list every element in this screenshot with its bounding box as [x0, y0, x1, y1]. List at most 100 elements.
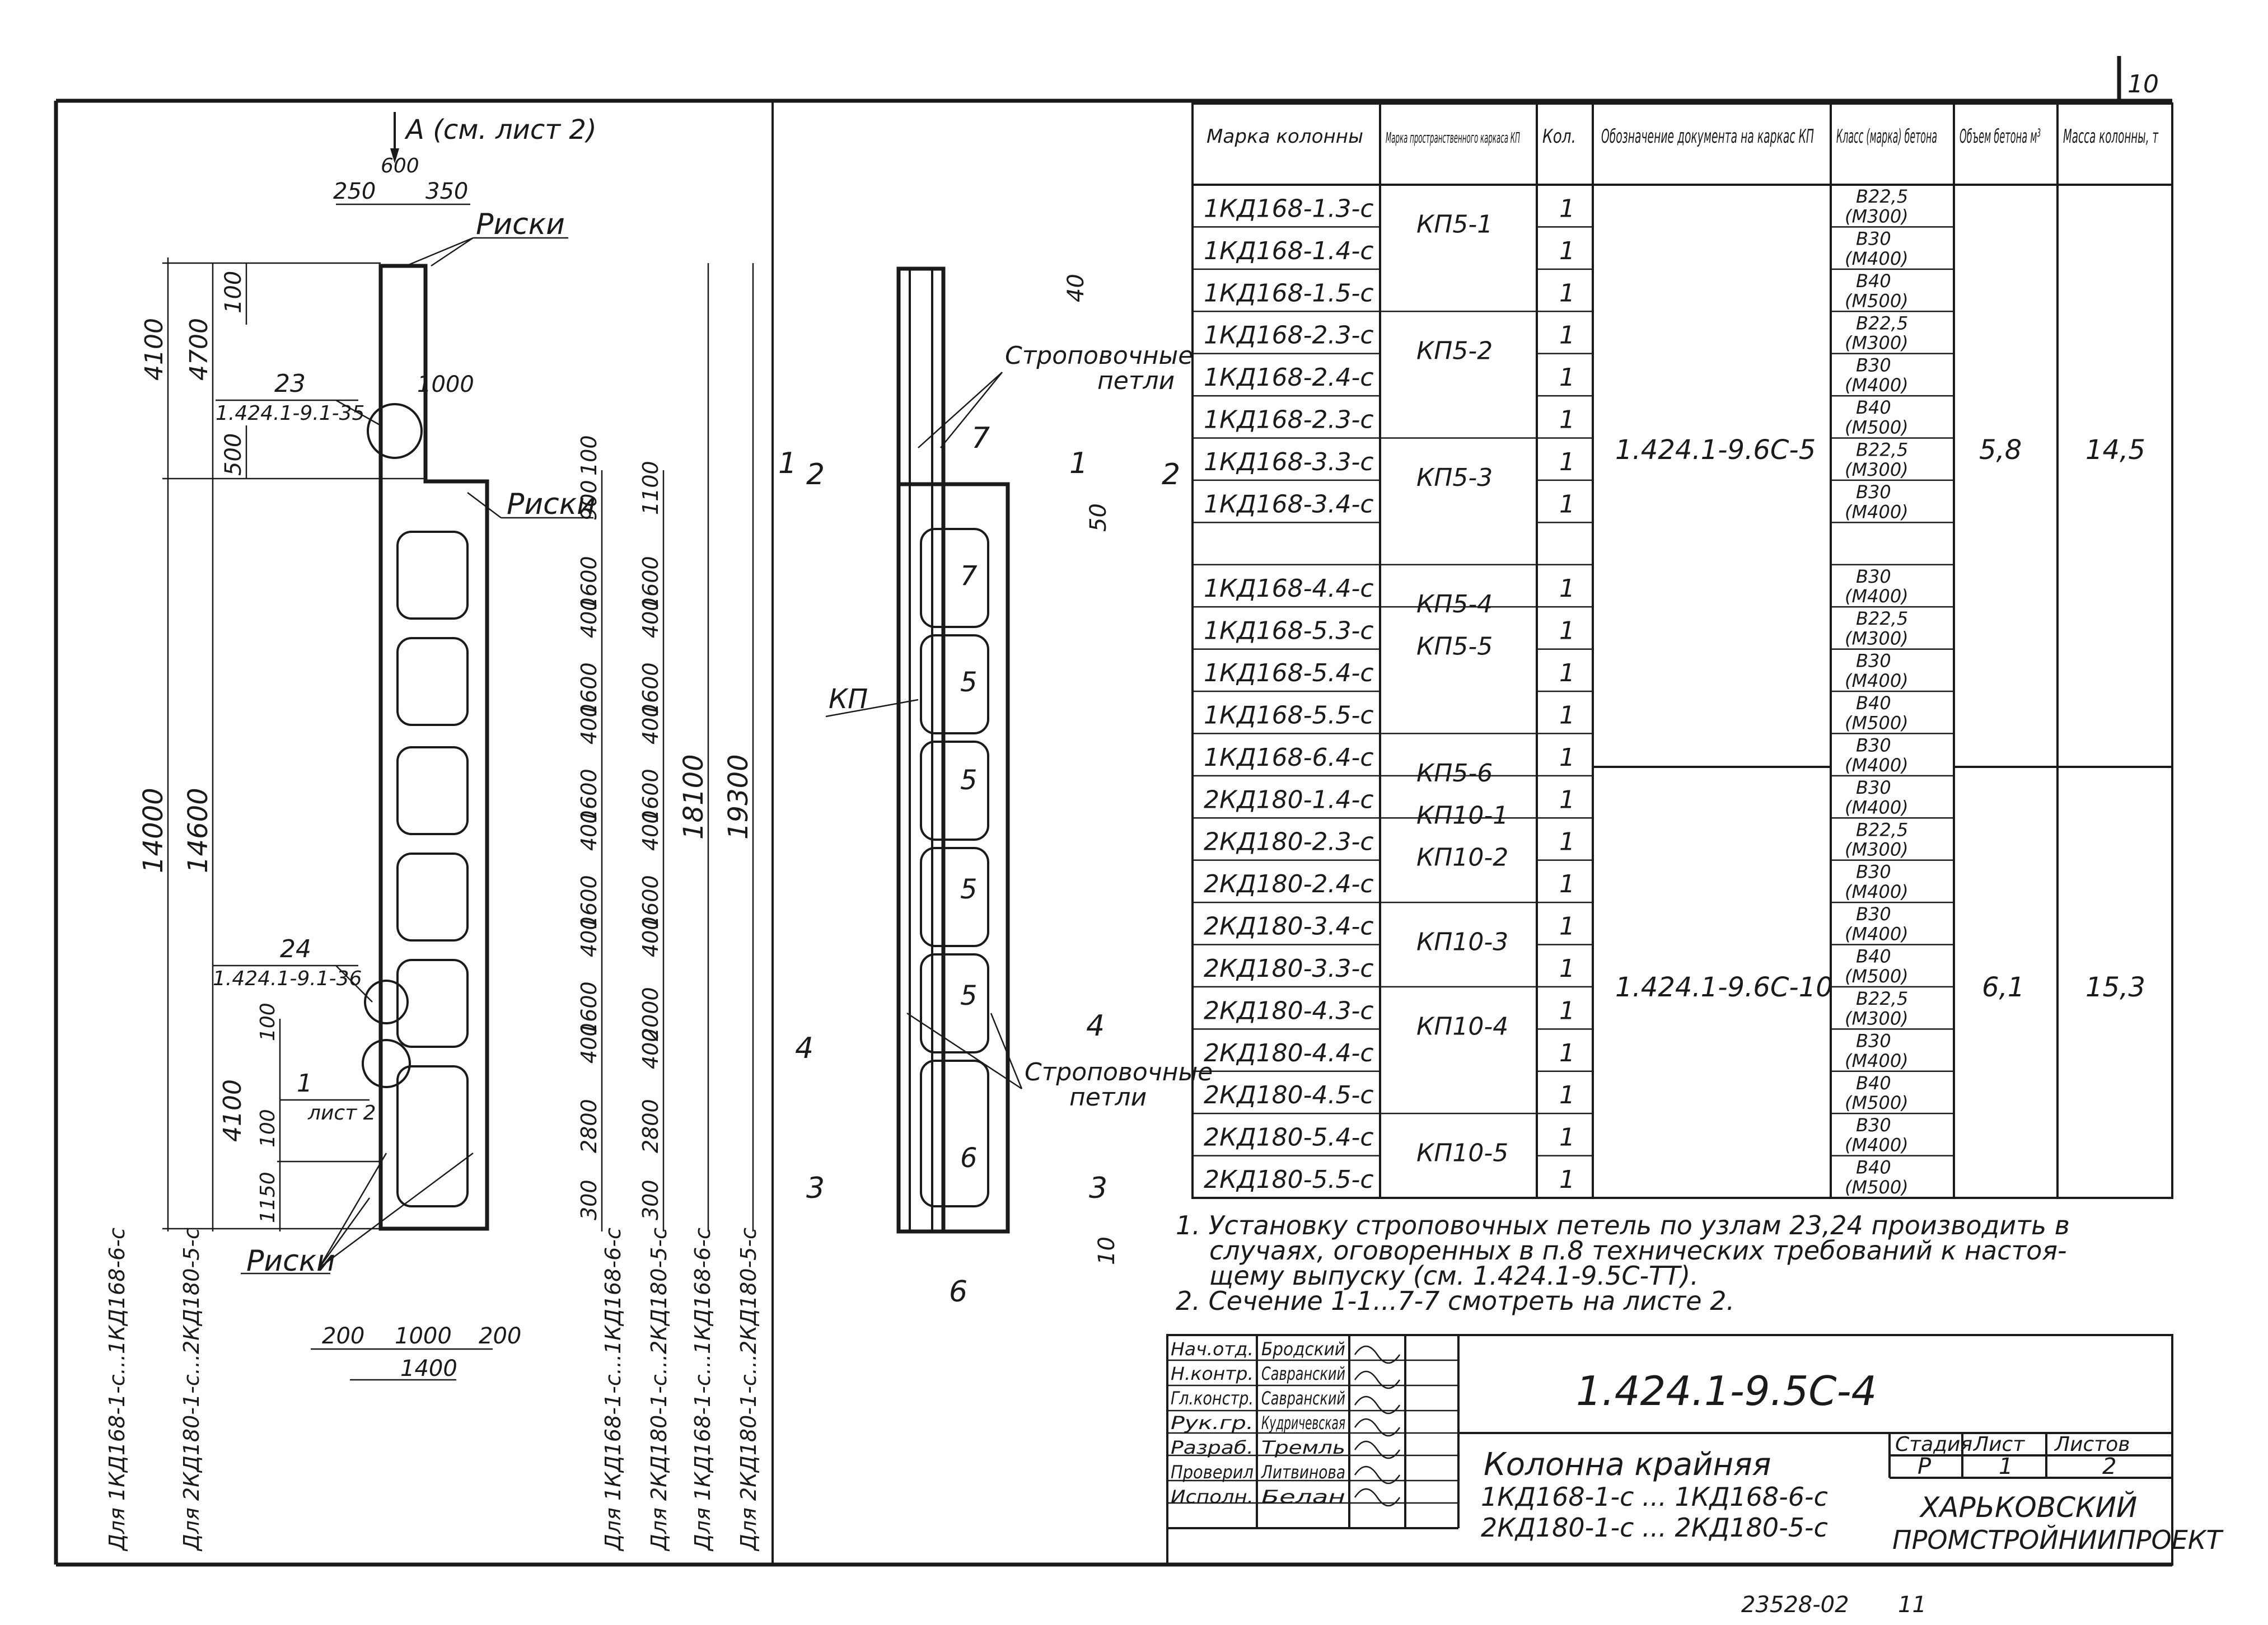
svg-text:1100: 1100	[638, 461, 663, 515]
svg-text:900: 900	[577, 480, 601, 521]
dim-18100: 18100	[678, 754, 709, 840]
sheet-number: 10	[2127, 70, 2159, 99]
svg-text:Для 1КД168-1-с...1КД168-6-с: Для 1КД168-1-с...1КД168-6-с	[105, 1228, 129, 1552]
dim-4100-bottom: 4100	[218, 1079, 247, 1142]
dim-200-right: 200	[479, 1323, 521, 1349]
quantity: 1	[1559, 1039, 1575, 1067]
quantity: 1	[1559, 1081, 1575, 1109]
svg-text:5: 5	[960, 980, 978, 1011]
notes: 1. Установку строповочных петель по узла…	[1176, 1210, 2070, 1316]
svg-text:5: 5	[960, 765, 978, 796]
kp-mark: КП5-6	[1416, 759, 1493, 788]
svg-text:400: 400	[577, 810, 601, 851]
concrete-class: В30	[1856, 1114, 1891, 1136]
sheets-header: Листов	[2054, 1433, 2130, 1456]
group2-doc: 1.424.1-9.6С-10	[1615, 972, 1833, 1003]
right-dims-a: 100 900 1600 400 1600 400 1600 400 1600 …	[577, 435, 601, 1220]
column-mark: 1КД168-5.5-с	[1204, 701, 1374, 729]
marks-label-top: Риски	[476, 208, 565, 241]
svg-text:1600: 1600	[638, 662, 663, 717]
quantity: 1	[1559, 321, 1575, 350]
quantity: 1	[1559, 574, 1575, 603]
svg-text:1600: 1600	[577, 769, 601, 823]
note-1-line-2: случаях, оговоренных в п.8 технических т…	[1209, 1235, 2067, 1266]
quantity: 1	[1559, 1123, 1575, 1152]
column-mark: 2КД180-1.4-с	[1204, 785, 1374, 814]
svg-text:400: 400	[577, 1023, 601, 1064]
view-label: А (см. лист 2)	[404, 114, 597, 146]
role-label: Н.контр.	[1171, 1363, 1254, 1384]
concrete-class: В30	[1856, 903, 1891, 925]
concrete-grade: (М400)	[1845, 797, 1909, 818]
signatures	[1354, 1345, 1401, 1507]
concrete-class: В22,5	[1856, 312, 1908, 334]
quantity: 1	[1559, 363, 1575, 392]
note-2: 2. Сечение 1-1...7-7 смотреть на листе 2…	[1176, 1286, 1734, 1316]
column-mark: 1КД168-4.4-с	[1204, 574, 1374, 603]
svg-text:400: 400	[577, 704, 601, 744]
column-mark: 1КД168-3.3-с	[1204, 448, 1374, 476]
column-mark: 2КД180-5.4-с	[1204, 1123, 1374, 1152]
group1-volume: 5,8	[1979, 434, 2022, 466]
loops-label-top-1: Строповочные	[1005, 341, 1193, 370]
dim-top-350: 350	[425, 179, 468, 204]
concrete-class: В30	[1856, 481, 1891, 503]
svg-text:300: 300	[577, 1179, 601, 1220]
column-mark: 1КД168-5.3-с	[1204, 617, 1374, 645]
doc-title: Колонна крайняя	[1484, 1446, 1771, 1483]
concrete-class: В30	[1856, 777, 1891, 798]
section-view: 40 50 10 Строповочные петли Строповочные…	[778, 266, 1213, 1309]
doc-subtitle-2: 2КД180-1-с ... 2КД180-5-с	[1481, 1512, 1828, 1543]
node-1-number: 1	[297, 1069, 312, 1098]
group2-volume: 6,1	[1982, 972, 2024, 1003]
dim-top-600: 600	[381, 154, 419, 177]
concrete-grade: (М400)	[1845, 881, 1909, 902]
dim-500: 500	[221, 433, 246, 476]
org-line-1: ХАРЬКОВСКИЙ	[1919, 1491, 2137, 1524]
cut-marks: 1 2 1 2 4 4 3 3 6 7	[778, 422, 1180, 1309]
concrete-class: В30	[1856, 228, 1891, 249]
column-mark: 2КД180-3.3-с	[1204, 954, 1374, 983]
note-1-line-1: 1. Установку строповочных петель по узла…	[1176, 1210, 2070, 1240]
concrete-grade: (М300)	[1845, 205, 1909, 227]
svg-text:400: 400	[638, 1028, 663, 1069]
quantity: 1	[1559, 954, 1575, 983]
quantity: 1	[1559, 617, 1575, 645]
svg-text:7: 7	[971, 422, 990, 455]
node-24-ref: 1.424.1-9.1-36	[213, 967, 362, 990]
concrete-grade: (М500)	[1845, 417, 1909, 438]
concrete-grade: (М300)	[1845, 628, 1909, 649]
concrete-class: В22,5	[1856, 988, 1908, 1009]
column-mark: 1КД168-1.4-с	[1204, 237, 1374, 265]
dim-40: 40	[1063, 274, 1089, 302]
column-elevation: А (см. лист 2) 600 250 350 Риски	[105, 112, 761, 1552]
group2-mass: 15,3	[2085, 972, 2145, 1003]
doc-subtitle-1: 1КД168-1-с ... 1КД168-6-с	[1481, 1482, 1828, 1512]
kp-mark: КП5-5	[1416, 633, 1493, 661]
column-mark: 1КД168-1.5-с	[1204, 279, 1374, 307]
person-name: Кудричевская	[1261, 1412, 1345, 1434]
concrete-grade: (М400)	[1845, 374, 1909, 396]
dim-14000: 14000	[138, 788, 169, 873]
concrete-class: В40	[1856, 397, 1891, 418]
dim-50: 50	[1086, 503, 1111, 532]
header-cell: Масса колонны, т	[2063, 125, 2159, 148]
header-cell: Кол.	[1542, 125, 1576, 148]
quantity: 1	[1559, 194, 1575, 223]
node-1-ref: лист 2	[307, 1102, 376, 1125]
svg-text:Для 2КД180-1-с...2КД180-5-с: Для 2КД180-1-с...2КД180-5-с	[736, 1228, 761, 1552]
sheets-value: 2	[2102, 1454, 2116, 1479]
concrete-grade: (М400)	[1845, 755, 1909, 776]
concrete-class: В22,5	[1856, 186, 1908, 207]
quantity: 1	[1559, 701, 1575, 729]
quantity: 1	[1559, 659, 1575, 687]
column-mark: 1КД168-1.3-с	[1204, 194, 1374, 223]
